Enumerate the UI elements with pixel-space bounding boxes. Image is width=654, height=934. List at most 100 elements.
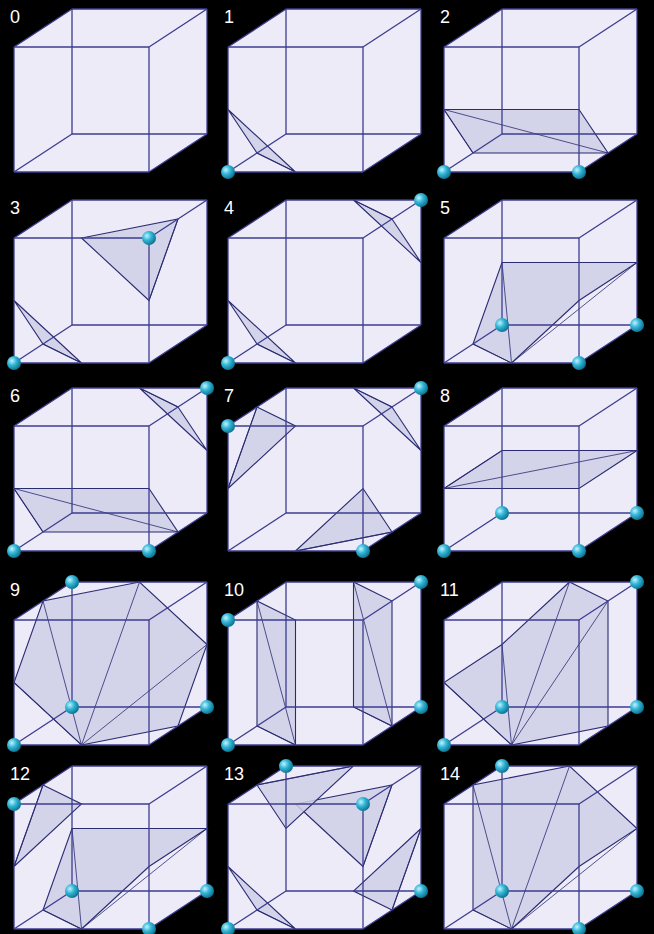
cube-case: [7, 381, 214, 558]
cube-edge: [579, 388, 637, 426]
case-number: 5: [438, 198, 452, 218]
cube-edge: [420, 200, 421, 325]
triangle-edge: [82, 645, 208, 746]
cube-edge: [444, 619, 579, 620]
cube-edge: [206, 388, 207, 513]
cube-edge: [363, 582, 421, 620]
cube-edge: [228, 134, 286, 172]
cube-edge: [148, 238, 149, 363]
triangle-edge: [354, 200, 393, 219]
cube-edge: [206, 582, 207, 707]
iso-surface: [444, 451, 637, 489]
inside-vertex: [65, 700, 79, 714]
cube-edge: [286, 765, 421, 766]
cube-edge: [420, 9, 421, 134]
cube-edge: [444, 550, 579, 551]
cube-edge: [502, 765, 637, 766]
triangle-edge: [257, 601, 296, 745]
cube-body: [228, 9, 421, 172]
cube-edge: [579, 766, 637, 804]
cube-edge: [14, 325, 72, 363]
triangle-edge: [354, 707, 393, 726]
cube-edge: [228, 744, 363, 745]
cube-edge: [285, 582, 286, 707]
cube-edge: [228, 325, 286, 363]
inside-vertex: [7, 738, 21, 752]
inside-vertex: [495, 506, 509, 520]
triangle-edge: [257, 910, 296, 929]
case-number: 14: [438, 764, 462, 784]
cube-edge: [14, 388, 72, 426]
triangle-edge: [354, 582, 393, 726]
inside-vertex: [200, 381, 214, 395]
triangle-edge: [502, 645, 512, 746]
cube-edge: [285, 9, 286, 134]
cube-edge: [285, 766, 286, 891]
cube-edge: [444, 200, 502, 238]
cube-edge: [636, 9, 637, 134]
inside-vertex: [221, 165, 235, 179]
triangle-edge: [149, 219, 178, 301]
triangle-edge: [257, 344, 296, 363]
cube-case: [444, 200, 644, 370]
case-number: 2: [438, 7, 452, 27]
cube-edge: [14, 619, 149, 620]
cube-edge: [228, 46, 363, 47]
cube-edge: [13, 804, 14, 929]
cube-edge: [72, 8, 207, 9]
cube-case: [7, 200, 207, 370]
cube-case: [7, 575, 214, 752]
cube-edge: [363, 891, 421, 929]
cube-edge: [71, 200, 72, 325]
iso-surface: [14, 489, 178, 533]
cube-edge: [363, 513, 421, 551]
cube-edge: [228, 425, 363, 426]
cube-body: [444, 766, 637, 929]
cube-edge: [501, 200, 502, 325]
cube-edge: [227, 238, 228, 363]
cube-edge: [501, 388, 502, 513]
cube-edge: [71, 766, 72, 891]
triangle-edge: [140, 388, 179, 407]
cube-edge: [579, 707, 637, 745]
cube-edge: [502, 581, 637, 582]
cube-edge: [286, 133, 421, 134]
cube-edge: [228, 619, 363, 620]
triangle-edge: [392, 829, 421, 911]
inside-vertex: [7, 544, 21, 558]
cube-edge: [578, 426, 579, 551]
cube-edge: [13, 620, 14, 745]
cube-body: [14, 9, 207, 172]
cube-edge: [227, 47, 228, 172]
inside-vertex: [630, 884, 644, 898]
cube-edge: [228, 388, 286, 426]
cube-case: [14, 9, 207, 172]
inside-vertex: [572, 356, 586, 370]
inside-vertex: [437, 544, 451, 558]
cube-edge: [14, 803, 149, 804]
triangle-edge: [502, 263, 512, 364]
cube-edge: [227, 426, 228, 551]
cube-edge: [14, 550, 149, 551]
triangle-edge: [354, 388, 393, 407]
cube-edge: [501, 9, 502, 134]
inside-vertex: [142, 922, 156, 934]
cube-edge: [363, 134, 421, 172]
inside-vertex: [572, 544, 586, 558]
inside-vertex: [356, 797, 370, 811]
inside-vertex: [572, 922, 586, 934]
cube-case: [221, 9, 421, 179]
cube-case: [437, 9, 637, 179]
cube-body: [444, 200, 637, 363]
cube-edge: [227, 620, 228, 745]
cube-edge: [579, 891, 637, 929]
cube-edge: [149, 707, 207, 745]
cube-edge: [420, 582, 421, 707]
cube-edge: [149, 325, 207, 363]
cube-edge: [72, 890, 207, 891]
cube-edge: [228, 707, 286, 745]
case-number: 10: [222, 580, 246, 600]
inside-vertex: [414, 884, 428, 898]
